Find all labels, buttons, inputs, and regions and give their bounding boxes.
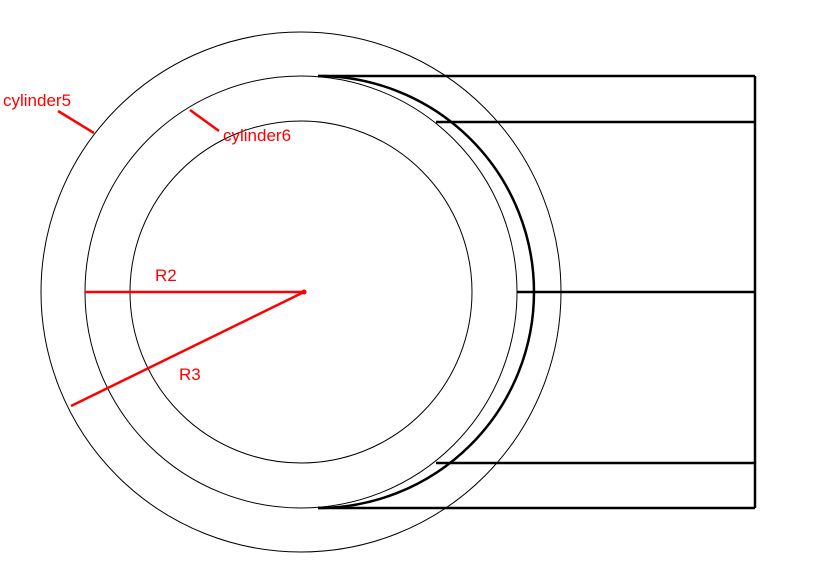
center-point bbox=[301, 289, 307, 295]
cylinder5-leader-line bbox=[57, 109, 95, 135]
r3-radius-line bbox=[70, 290, 305, 408]
cylinder6-label: cylinder6 bbox=[223, 126, 291, 145]
cylinder6-leader-line bbox=[189, 108, 220, 133]
r3-label: R3 bbox=[179, 365, 201, 384]
cylinder5-label: cylinder5 bbox=[3, 91, 71, 110]
r2-label: R2 bbox=[155, 266, 177, 285]
middle-circle-right-arc bbox=[317, 74, 536, 510]
